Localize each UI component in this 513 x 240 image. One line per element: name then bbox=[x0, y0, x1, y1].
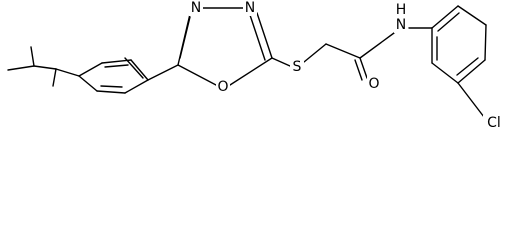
bond-27 bbox=[359, 32, 395, 59]
bond-4 bbox=[55, 68, 80, 77]
n-upper-left-bg bbox=[189, 0, 203, 16]
bond-2 bbox=[33, 65, 57, 70]
chlorine-bg bbox=[483, 115, 505, 131]
bond-26 bbox=[354, 59, 363, 81]
n-upper-right-bg bbox=[243, 0, 257, 16]
bond-8 bbox=[124, 79, 149, 94]
bond-20 bbox=[229, 57, 273, 86]
bond-13 bbox=[124, 57, 144, 79]
bond-18 bbox=[256, 12, 273, 59]
atom-n-upper-left: N bbox=[191, 0, 201, 16]
bond-10 bbox=[101, 59, 132, 64]
bond-36 bbox=[456, 57, 479, 76]
atom-carbonyl-oxygen: O bbox=[368, 76, 379, 92]
bond-6 bbox=[78, 75, 98, 92]
bond-29 bbox=[431, 5, 459, 29]
bond-35 bbox=[437, 12, 460, 32]
bond-layer bbox=[7, 5, 487, 118]
bond-33 bbox=[431, 62, 459, 84]
bond-14 bbox=[147, 64, 179, 81]
bond-24 bbox=[325, 43, 361, 59]
bond-1 bbox=[30, 46, 35, 67]
bond-0 bbox=[7, 65, 35, 71]
bond-22 bbox=[271, 57, 291, 67]
bond-5 bbox=[78, 62, 103, 77]
bond-23 bbox=[303, 43, 327, 63]
atom-chlorine: Cl bbox=[487, 115, 501, 131]
molecule-diagram: N N O S O H N Cl bbox=[7, 0, 505, 131]
bond-12 bbox=[104, 64, 129, 68]
amide-n-bg bbox=[394, 17, 408, 33]
bond-16 bbox=[179, 16, 191, 59]
carbonyl-oxygen-bg bbox=[367, 76, 381, 92]
atom-amide-h: H bbox=[396, 2, 407, 18]
sulfur-bg bbox=[290, 59, 304, 75]
ring-oxygen-bg bbox=[216, 79, 230, 95]
amide-nh-bg bbox=[394, 2, 408, 20]
bond-31 bbox=[484, 24, 487, 61]
bond-19 bbox=[249, 14, 266, 61]
bond-21 bbox=[177, 64, 217, 86]
atom-amide-n: N bbox=[396, 17, 406, 33]
bond-3 bbox=[52, 68, 57, 87]
bond-32 bbox=[457, 59, 486, 84]
bond-11 bbox=[100, 85, 123, 88]
atom-ring-oxygen: O bbox=[217, 79, 228, 95]
atom-sulfur: S bbox=[293, 59, 302, 75]
bond-25 bbox=[359, 57, 368, 79]
bond-7 bbox=[96, 90, 126, 94]
bond-30 bbox=[457, 5, 487, 26]
atom-n-upper-right: N bbox=[245, 0, 255, 16]
bond-38 bbox=[457, 82, 485, 118]
bond-9 bbox=[130, 59, 149, 81]
atom-label-layer: N N O S O H N Cl bbox=[189, 0, 505, 131]
